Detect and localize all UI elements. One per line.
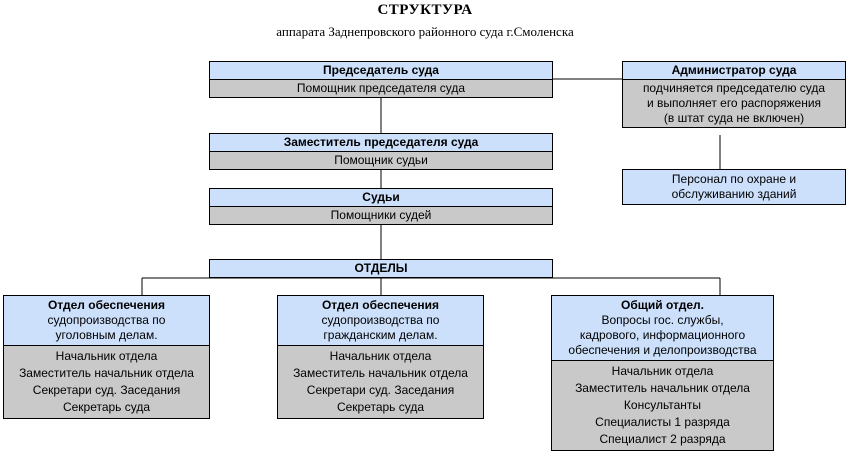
chairman-assistant: Помощник председателя суда — [210, 79, 552, 97]
staff-item: Специалист 2 разряда — [599, 432, 726, 446]
staff-item: Консультанты — [623, 398, 702, 412]
dept-criminal-header: Отдел обеспечения судопроизводства по уг… — [4, 296, 209, 345]
dept-civil-desc: судопроизводства по — [321, 313, 440, 327]
deputy-assistant: Помощник судьи — [210, 151, 552, 169]
dept-criminal-box: Отдел обеспечения судопроизводства по уг… — [3, 295, 210, 419]
staff-item: Начальник отдела — [55, 349, 158, 363]
staff-item: Секретарь суда — [62, 400, 151, 414]
administrator-line: и выполняет его распоряжения — [646, 96, 822, 110]
security-personnel-text: Персонал по охране и обслуживанию зданий — [623, 170, 845, 204]
judges-title: Судьи — [210, 189, 552, 206]
departments-box: ОТДЕЛЫ — [209, 259, 553, 278]
administrator-box: Администратор суда подчиняется председат… — [622, 61, 846, 128]
dept-general-staff: Начальник отдела Заместитель начальник о… — [552, 360, 773, 450]
chairman-title: Председатель суда — [210, 62, 552, 79]
judges-box: Судьи Помощники судей — [209, 188, 553, 225]
dept-criminal-desc: судопроизводства по — [47, 313, 166, 327]
dept-criminal-title: Отдел обеспечения — [47, 298, 166, 312]
security-personnel-box: Персонал по охране и обслуживанию зданий — [622, 169, 846, 205]
administrator-title: Администратор суда — [623, 62, 845, 79]
staff-item: Секретари суд. Заседания — [306, 383, 455, 397]
administrator-line: подчиняется председателю суда — [642, 81, 826, 95]
deputy-box: Заместитель председателя суда Помощник с… — [209, 133, 553, 170]
dept-general-desc: обеспечения и делопроизводства — [568, 343, 757, 357]
dept-civil-staff: Начальник отдела Заместитель начальник о… — [278, 345, 483, 418]
dept-general-desc: Вопросы гос. службы, — [601, 313, 724, 327]
judges-assistant: Помощники судей — [210, 206, 552, 224]
dept-civil-title: Отдел обеспечения — [321, 298, 440, 312]
dept-general-header: Общий отдел. Вопросы гос. службы, кадров… — [552, 296, 773, 360]
staff-item: Заместитель начальник отдела — [293, 366, 468, 380]
dept-general-box: Общий отдел. Вопросы гос. службы, кадров… — [551, 295, 774, 451]
departments-title: ОТДЕЛЫ — [210, 260, 552, 277]
staff-item: Специалисты 1 разряда — [595, 415, 730, 429]
staff-item: Начальник отдела — [611, 364, 714, 378]
dept-civil-desc: гражданским делам. — [323, 328, 438, 342]
dept-criminal-desc: уголовным делам. — [55, 328, 158, 342]
administrator-line: (в штат суда не включен) — [663, 111, 805, 125]
security-line: обслуживанию зданий — [671, 187, 797, 201]
staff-item: Заместитель начальник отдела — [575, 381, 750, 395]
dept-general-desc: кадрового, информационного — [579, 328, 746, 342]
dept-criminal-staff: Начальник отдела Заместитель начальник о… — [4, 345, 209, 418]
staff-item: Секретарь суда — [336, 400, 425, 414]
chairman-box: Председатель суда Помощник председателя … — [209, 61, 553, 98]
dept-civil-box: Отдел обеспечения судопроизводства по гр… — [277, 295, 484, 419]
staff-item: Заместитель начальник отдела — [19, 366, 194, 380]
administrator-note: подчиняется председателю суда и выполняе… — [623, 79, 845, 127]
security-line: Персонал по охране и — [671, 172, 797, 186]
dept-civil-header: Отдел обеспечения судопроизводства по гр… — [278, 296, 483, 345]
page-title: СТРУКТУРА — [377, 2, 473, 18]
staff-item: Секретари суд. Заседания — [32, 383, 181, 397]
staff-item: Начальник отдела — [329, 349, 432, 363]
dept-general-title: Общий отдел. — [621, 298, 704, 312]
deputy-title: Заместитель председателя суда — [210, 134, 552, 151]
page-subtitle: аппарата Заднепровского районного суда г… — [276, 24, 574, 39]
